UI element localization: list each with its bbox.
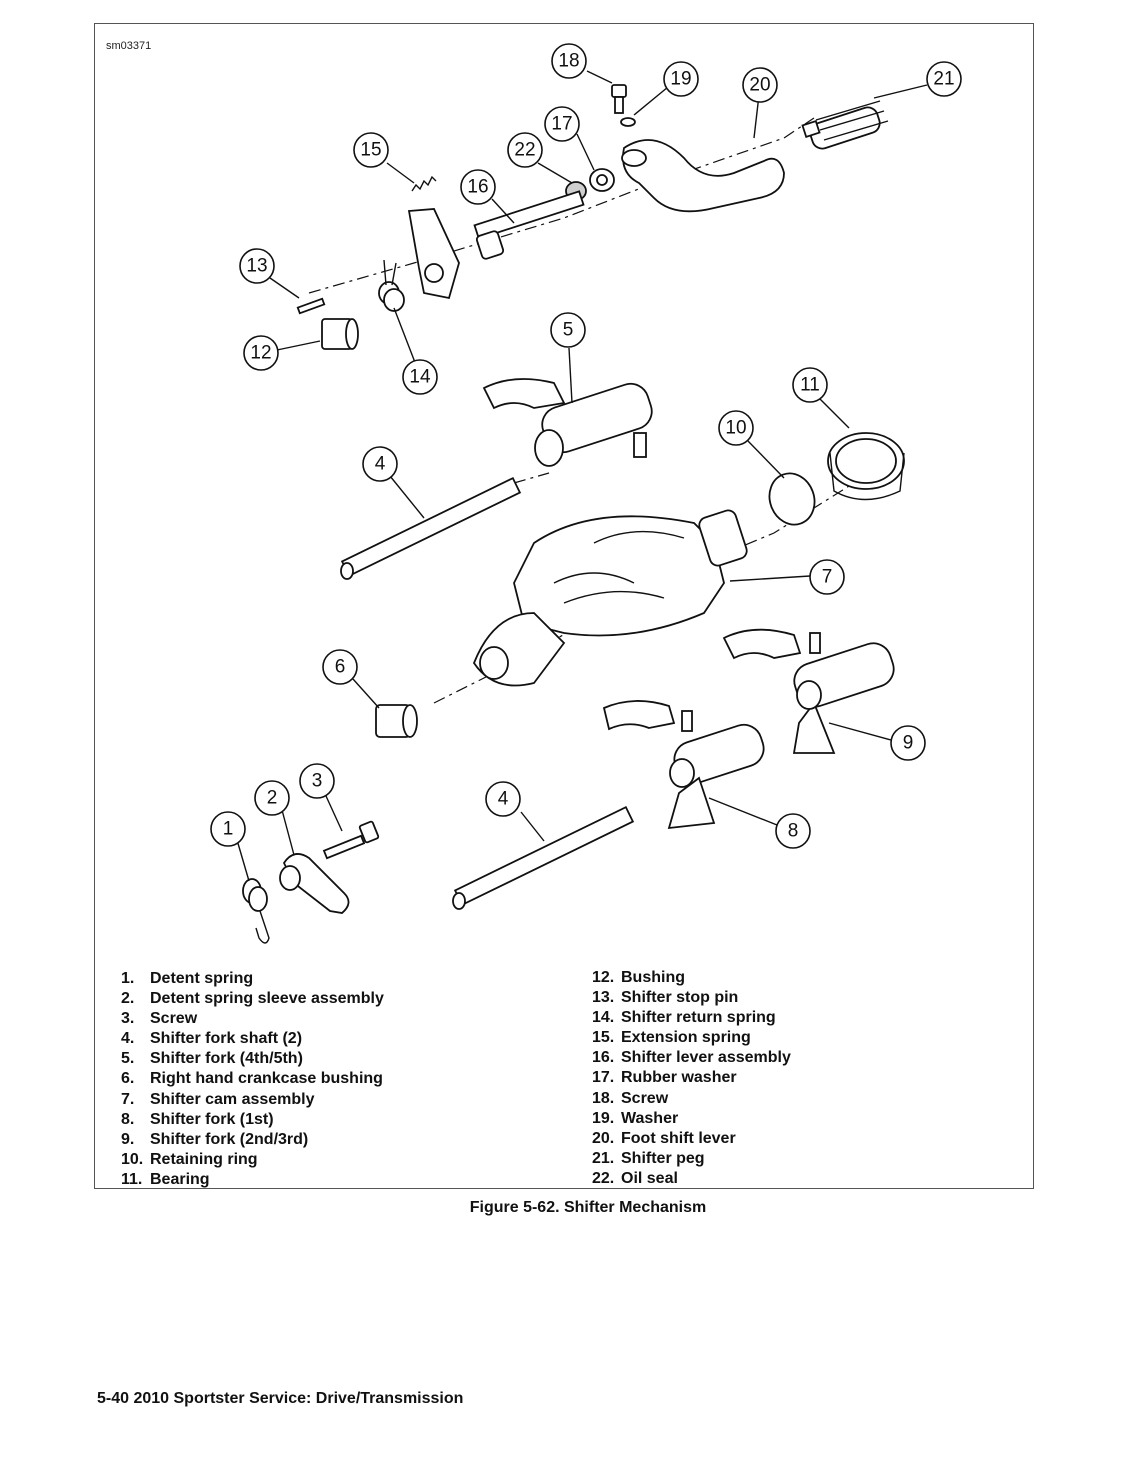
callout-2: 2 (254, 780, 290, 816)
fork-shaft-upper-drawing (340, 476, 522, 580)
callout-21: 21 (926, 61, 962, 97)
page-footer: 5-40 2010 Sportster Service: Drive/Trans… (97, 1390, 464, 1407)
figure-caption: Figure 5-62. Shifter Mechanism (469, 1199, 707, 1216)
svg-text:2: 2 (267, 788, 278, 809)
crankcase-bushing-drawing (375, 704, 418, 738)
legend-item: 16.Shifter lever assembly (592, 1049, 791, 1067)
svg-text:20: 20 (749, 75, 770, 96)
stop-pin-drawing (296, 297, 326, 315)
extension-spring-drawing (411, 175, 437, 192)
shifter-fork-23-drawing (722, 628, 895, 754)
shifter-fork-1-drawing (602, 700, 765, 830)
callout-9: 9 (890, 725, 926, 761)
leader-lines (236, 70, 928, 882)
svg-text:8: 8 (788, 821, 799, 842)
svg-text:7: 7 (822, 567, 833, 588)
bushing-12-drawing (321, 318, 359, 350)
svg-text:10: 10 (725, 418, 746, 439)
legend-item: 8.Shifter fork (1st) (121, 1110, 274, 1128)
legend-item: 17.Rubber washer (592, 1069, 737, 1087)
fork-shaft-lower-drawing (452, 805, 635, 910)
shifter-peg-drawing (801, 100, 889, 150)
svg-text:22: 22 (514, 140, 535, 161)
legend-item: 2.Detent spring sleeve assembly (121, 990, 384, 1008)
svg-text:14: 14 (409, 367, 431, 388)
svg-text:5: 5 (563, 320, 574, 341)
washer-19-drawing (620, 117, 636, 127)
callout-14: 14 (402, 359, 438, 395)
legend-item: 4.Shifter fork shaft (2) (121, 1030, 303, 1048)
svg-text:15: 15 (360, 140, 381, 161)
bearing-11-drawing (827, 432, 905, 501)
shifter-cam-assembly-drawing (472, 509, 748, 687)
legend-left: 1.Detent spring 2.Detent spring sleeve a… (121, 969, 384, 1190)
legend-item: 21.Shifter peg (592, 1149, 705, 1167)
callout-19: 19 (663, 61, 699, 97)
callout-1: 1 (210, 811, 246, 847)
legend-item: 13.Shifter stop pin (592, 989, 739, 1007)
foot-shift-lever-drawing (621, 139, 785, 213)
callout-13: 13 (239, 248, 275, 284)
legend-item: 5.Shifter fork (4th/5th) (121, 1050, 303, 1068)
figure-frame (94, 23, 1034, 1189)
callout-10: 10 (718, 410, 754, 446)
shifter-lever-assembly-drawing (407, 190, 585, 300)
callout-7: 7 (809, 559, 845, 595)
return-spring-drawing (378, 259, 405, 312)
legend-item: 6.Right hand crankcase bushing (121, 1070, 383, 1088)
callout-6: 6 (322, 649, 358, 685)
exploded-diagram: 18 19 20 21 17 15 22 16 13 12 14 5 11 10… (210, 43, 962, 944)
callout-8: 8 (775, 813, 811, 849)
svg-text:21: 21 (933, 69, 954, 90)
callout-5: 5 (550, 312, 586, 348)
legend-item: 11.Bearing (121, 1170, 210, 1188)
callout-22: 22 (507, 132, 543, 168)
shifter-fork-45-drawing (482, 378, 653, 467)
screw-3-drawing (322, 820, 380, 860)
legend-item: 1.Detent spring (121, 970, 254, 987)
callout-3: 3 (299, 763, 335, 799)
callout-4-upper: 4 (362, 446, 398, 482)
detent-spring-drawing (242, 878, 270, 944)
callout-11: 11 (792, 367, 828, 403)
figure-id: sm03371 (106, 40, 152, 52)
callout-4-lower: 4 (485, 781, 521, 817)
legend-item: 12.Bushing (592, 969, 685, 986)
svg-text:11: 11 (800, 375, 820, 396)
legend-item: 18.Screw (592, 1089, 669, 1107)
legend-item: 7.Shifter cam assembly (121, 1090, 315, 1108)
callout-15: 15 (353, 132, 389, 168)
svg-text:1: 1 (223, 819, 234, 840)
callout-12: 12 (243, 335, 279, 371)
svg-text:19: 19 (670, 69, 691, 90)
retaining-ring-drawing (768, 472, 816, 526)
callout-18: 18 (551, 43, 587, 79)
legend-item: 20.Foot shift lever (592, 1129, 736, 1147)
svg-text:17: 17 (551, 114, 572, 135)
screw-18-drawing (611, 84, 627, 114)
legend-item: 9.Shifter fork (2nd/3rd) (121, 1130, 309, 1148)
legend-item: 19.Washer (592, 1109, 679, 1127)
svg-text:6: 6 (335, 657, 346, 678)
legend-item: 3.Screw (121, 1010, 198, 1028)
svg-text:4: 4 (375, 454, 386, 475)
svg-text:3: 3 (312, 771, 323, 792)
callout-17: 17 (544, 106, 580, 142)
svg-text:12: 12 (250, 343, 271, 364)
legend-item: 14.Shifter return spring (592, 1009, 776, 1027)
svg-text:18: 18 (558, 51, 579, 72)
callout-20: 20 (742, 67, 778, 103)
svg-text:9: 9 (903, 733, 914, 754)
callout-16: 16 (460, 169, 496, 205)
svg-text:4: 4 (498, 789, 509, 810)
svg-text:16: 16 (467, 177, 488, 198)
detent-sleeve-drawing (279, 853, 350, 914)
legend-right: 12.Bushing 13.Shifter stop pin 14.Shifte… (592, 968, 791, 1189)
svg-text:13: 13 (246, 256, 267, 277)
rubber-washer-hole (596, 174, 608, 186)
legend-item: 15.Extension spring (592, 1029, 751, 1047)
legend-item: 10.Retaining ring (121, 1150, 258, 1168)
legend-item: 22.Oil seal (592, 1169, 678, 1187)
